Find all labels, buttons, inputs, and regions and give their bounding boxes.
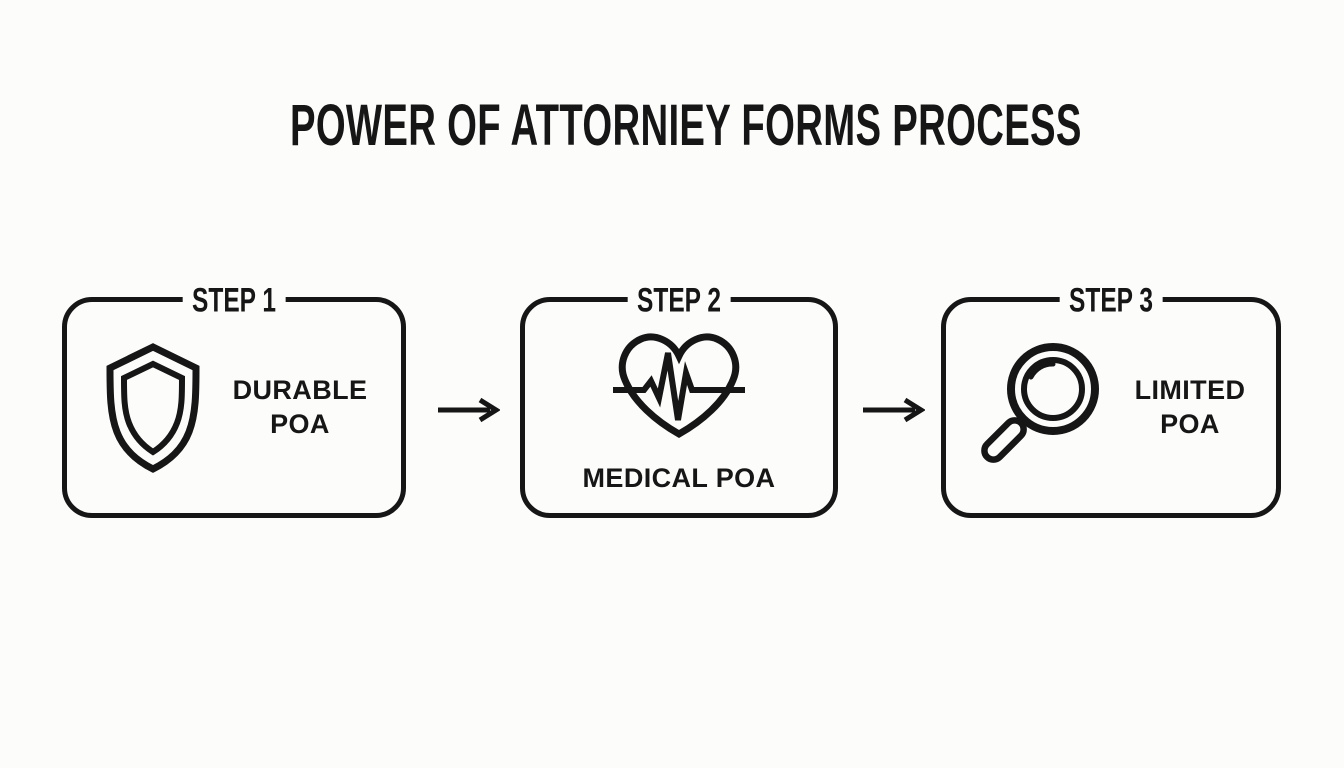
step-3-body: LIMITED POA <box>946 302 1276 513</box>
step-2-poa-type-line-1: MEDICAL POA <box>582 462 776 493</box>
magnifying-glass-icon <box>977 337 1107 479</box>
heart-pulse-icon <box>612 328 746 446</box>
step-2-poa-type: MEDICAL POA <box>583 462 776 496</box>
page-title: POWER OF ATTORNIEY FORMS PROCESS <box>14 92 1344 159</box>
step-3-poa-type: LIMITED POA <box>1135 374 1246 442</box>
step-2-card: STEP 2 MEDICAL POA <box>520 283 838 518</box>
step-1-poa-type: DURABLE POA <box>233 374 368 442</box>
right-arrow-icon <box>861 396 925 424</box>
step-1-label: STEP 1 <box>182 283 286 318</box>
page-title-text: POWER OF ATTORNIEY FORMS PROCESS <box>290 93 1082 158</box>
step-3-poa-type-line-2: POA <box>1160 408 1220 439</box>
step-3-poa-type-line-1: LIMITED <box>1134 374 1246 405</box>
step-3-label: STEP 3 <box>1059 283 1163 318</box>
step-1-card: STEP 1 DURABLE POA <box>62 283 406 518</box>
step-3-card: STEP 3 LIMITED POA <box>941 283 1281 518</box>
step-2-body: MEDICAL POA <box>525 302 833 513</box>
right-arrow-icon <box>436 396 500 424</box>
shield-icon <box>101 340 205 476</box>
step-1-poa-type-line-1: DURABLE <box>232 374 368 405</box>
step-1-poa-type-line-2: POA <box>270 408 330 439</box>
step-2-label: STEP 2 <box>627 283 731 318</box>
step-1-body: DURABLE POA <box>67 302 401 513</box>
